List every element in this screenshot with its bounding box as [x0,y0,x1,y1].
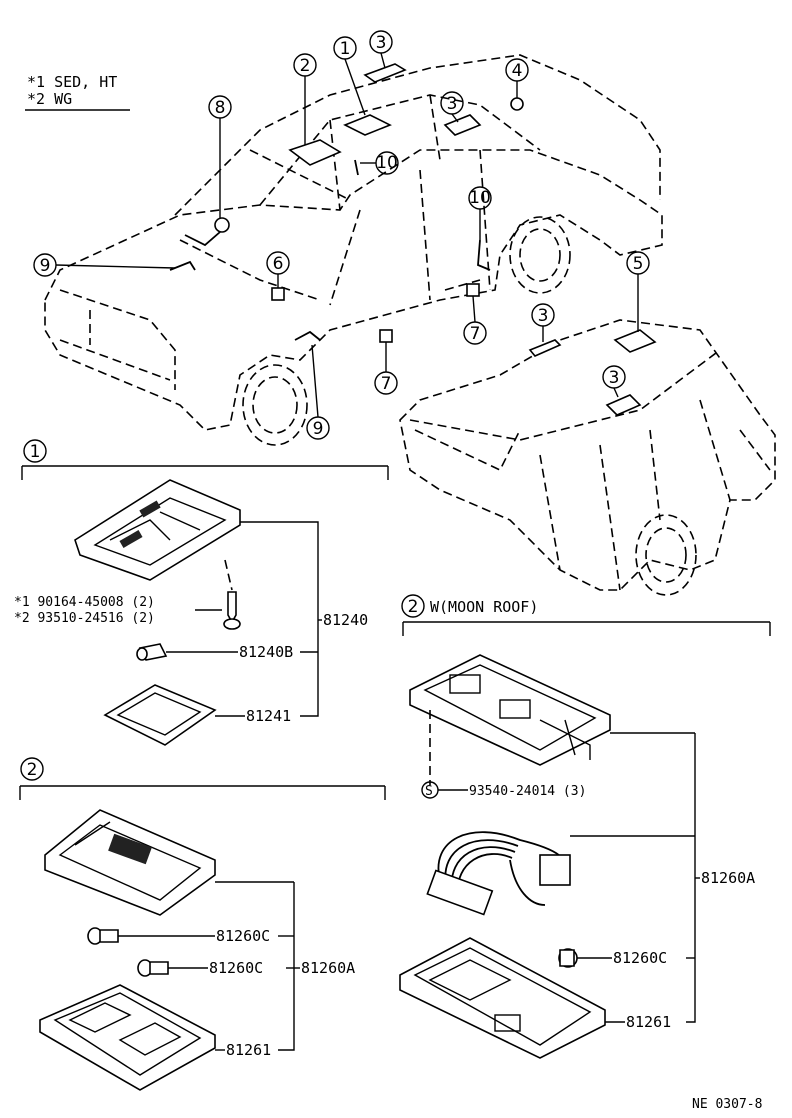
screw [223,559,241,630]
callout-3-roof: 3 [440,91,464,123]
callout-3-top: 3 [369,30,393,69]
callout-3-wagon-rear: 3 [602,365,626,398]
callout-9-side: 9 [306,344,330,440]
lens-81241 [103,684,217,746]
part-93540-24014: 93540-24014 (3) [469,784,586,799]
svg-text:3: 3 [609,368,620,388]
svg-text:6: 6 [273,254,284,274]
svg-text:8: 8 [215,98,226,118]
screw-note-1: *1 90164-45008 (2) [14,595,155,610]
legend-note-2: *2 WG [27,90,72,108]
callout-7-rear: 7 [463,295,487,345]
callout-5: 5 [626,251,650,332]
callout-3-wagon-front: 3 [531,303,555,342]
part-81240: 81240 [323,611,368,629]
bulb-81260c-1 [87,927,119,945]
screw-note-2: *2 93510-24516 (2) [14,611,155,626]
moonroof-lens [399,937,606,1059]
section-2-number: 2 [27,760,38,780]
svg-text:5: 5 [633,254,644,274]
svg-text:10: 10 [376,153,398,173]
diagram-code: NE 0307-8 [692,1097,762,1112]
section-2-moonroof: 2 W(MOON ROOF) S 93540-24014 (3) [399,594,771,1059]
section-2w-number: 2 [408,597,419,617]
callout-10-door: 10 [468,186,492,240]
part-81260c-1: 81260C [216,927,270,945]
callout-7-front: 7 [374,342,398,395]
callout-10-top: 10 [360,151,399,175]
svg-text:1: 1 [340,39,351,59]
svg-text:2: 2 [300,56,311,76]
part-81241: 81241 [246,707,291,725]
callout-9-front: 9 [33,253,176,277]
section-1: 1 *1 90164-45008 (2) *2 93510-24516 (2) [14,439,389,746]
moonroof-light-housing [409,654,611,766]
section-2w-title: W(MOON ROOF) [430,598,538,616]
svg-text:3: 3 [447,94,458,114]
dome-light-housing [74,479,241,581]
svg-text:9: 9 [313,419,324,439]
personal-light-housing [44,809,216,916]
wagon-illustration [399,319,776,596]
svg-text:10: 10 [469,188,491,208]
svg-text:4: 4 [512,61,523,81]
part-81260a: 81260A [301,959,355,977]
svg-text:3: 3 [538,306,549,326]
callout-6: 6 [266,251,290,288]
legend-note-1: *1 SED, HT [27,73,117,91]
part-81260a-w: 81260A [701,869,755,887]
section-2: 2 81260C 81260C 81261 [19,757,386,1091]
svg-text:7: 7 [470,324,481,344]
part-81261: 81261 [226,1041,271,1059]
moonroof-bulb [558,948,578,968]
callouts: 1 2 3 3 4 8 10 [33,30,650,440]
svg-text:3: 3 [376,33,387,53]
callout-8: 8 [208,95,232,218]
screw-marker: S [425,784,433,799]
lens-81261 [39,984,216,1091]
callout-2: 2 [293,53,317,145]
part-81260c-2: 81260C [209,959,263,977]
sedan-illustration [44,54,663,446]
section-1-number: 1 [30,442,41,462]
svg-text:9: 9 [40,256,51,276]
part-81240b: 81240B [239,643,293,661]
svg-text:7: 7 [381,374,392,394]
bulb-81240b [136,643,168,661]
wire-harness [426,831,571,916]
part-81260c-w: 81260C [613,949,667,967]
legend: *1 SED, HT *2 WG [25,73,130,111]
callout-1: 1 [333,36,366,116]
bulb-81260c-2 [137,959,169,977]
part-81261-w: 81261 [626,1013,671,1031]
callout-4: 4 [505,58,529,98]
